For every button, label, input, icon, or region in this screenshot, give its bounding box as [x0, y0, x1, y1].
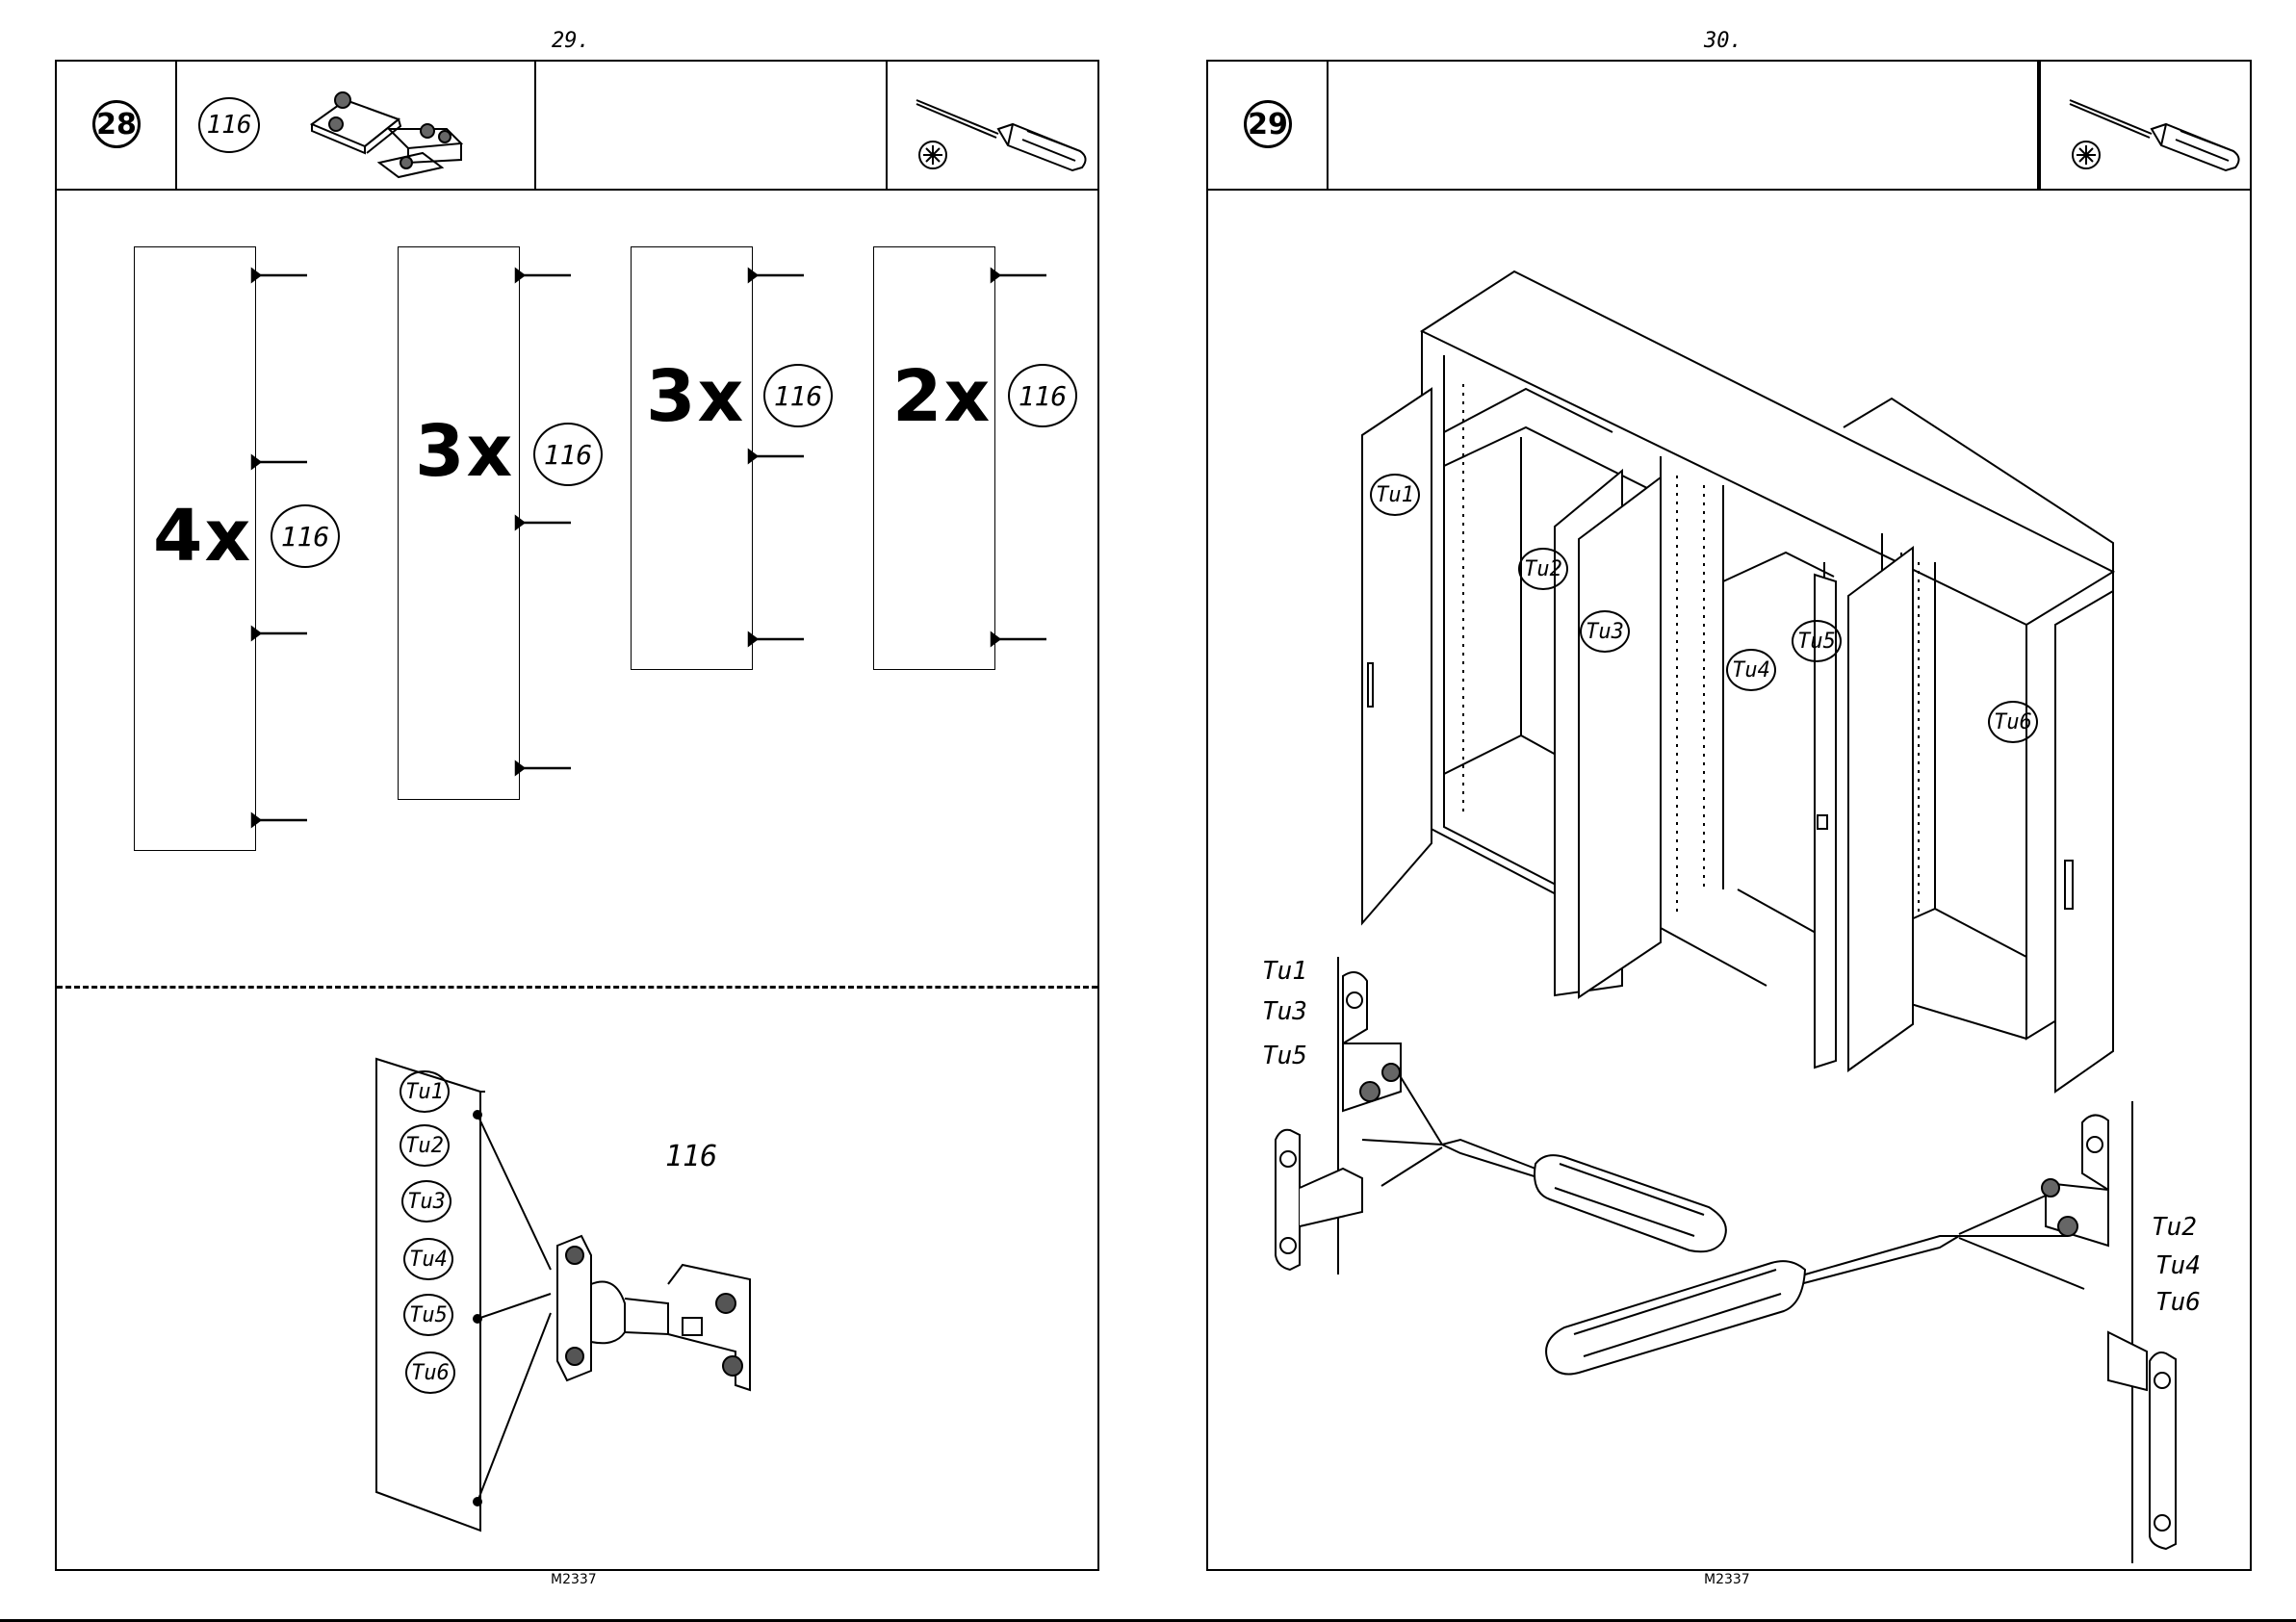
door-label: Tu3	[401, 1180, 451, 1223]
door-label: Tu4	[403, 1238, 453, 1280]
detail-label: Tu5	[1262, 1042, 1307, 1070]
right-page: 30. 29	[1150, 0, 2296, 1622]
step-frame: 28 116	[55, 60, 1099, 1571]
screwdriver-icon	[2060, 76, 2253, 182]
hinge-detail-illustration	[1208, 947, 2254, 1573]
footer-code: M2337	[1704, 1572, 1750, 1587]
door-label: Tu4	[1726, 649, 1776, 691]
step-frame: 29	[1206, 60, 2252, 1571]
door-label: Tu3	[1580, 610, 1630, 653]
door-label: Tu1	[400, 1070, 450, 1113]
door-label: Tu6	[1988, 701, 2038, 743]
page-number: 30.	[1704, 29, 1742, 53]
page-number: 29.	[552, 29, 590, 53]
hinge-part-label: 116	[665, 1140, 717, 1173]
door-label: Tu2	[1518, 548, 1568, 590]
detail-label: Tu3	[1262, 997, 1307, 1026]
detail-label: Tu6	[2155, 1288, 2201, 1317]
step-header: 29	[1208, 62, 2250, 191]
door-label: Tu6	[405, 1352, 455, 1394]
footer-code: M2337	[551, 1572, 597, 1587]
door-hinge-illustration	[57, 995, 1101, 1573]
detail-label: Tu1	[1262, 957, 1307, 986]
door-label: Tu5	[403, 1294, 453, 1336]
door-label: Tu2	[400, 1124, 450, 1167]
step-number-cell: 29	[1208, 62, 1329, 189]
door-label: Tu1	[1370, 474, 1420, 516]
step-number: 29	[1244, 100, 1292, 148]
tool-cell	[2039, 62, 2252, 189]
detail-label: Tu2	[2152, 1213, 2197, 1242]
door-label: Tu5	[1792, 620, 1842, 662]
hinge-markers	[57, 62, 1101, 928]
empty-cell	[1329, 62, 2039, 189]
detail-label: Tu4	[2155, 1251, 2201, 1280]
phillips-head-icon	[2073, 142, 2100, 168]
left-page: 29. 28 116	[0, 0, 1146, 1622]
section-divider	[57, 986, 1097, 989]
